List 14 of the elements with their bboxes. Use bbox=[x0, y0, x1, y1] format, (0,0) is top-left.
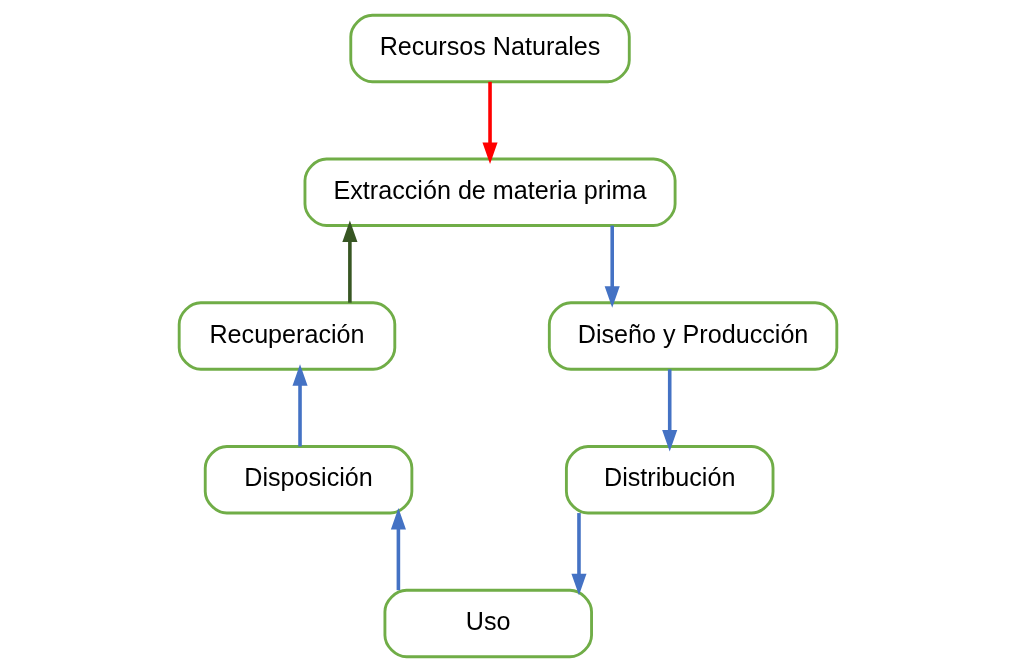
node-box: Extracción de materia prima bbox=[303, 157, 677, 227]
arrow bbox=[662, 369, 678, 452]
arrow bbox=[292, 364, 308, 447]
arrow bbox=[390, 507, 406, 591]
node-box: Recuperación bbox=[177, 301, 397, 371]
node-box: Disposición bbox=[203, 445, 414, 515]
node-box: Distribución bbox=[564, 445, 775, 515]
arrow bbox=[342, 220, 358, 303]
arrow bbox=[604, 225, 620, 308]
arrow bbox=[482, 81, 498, 165]
node-box: Diseño y Producción bbox=[547, 301, 839, 371]
node-box: Recursos Naturales bbox=[349, 13, 631, 84]
node-box: Uso bbox=[383, 588, 593, 659]
arrow bbox=[571, 513, 587, 596]
